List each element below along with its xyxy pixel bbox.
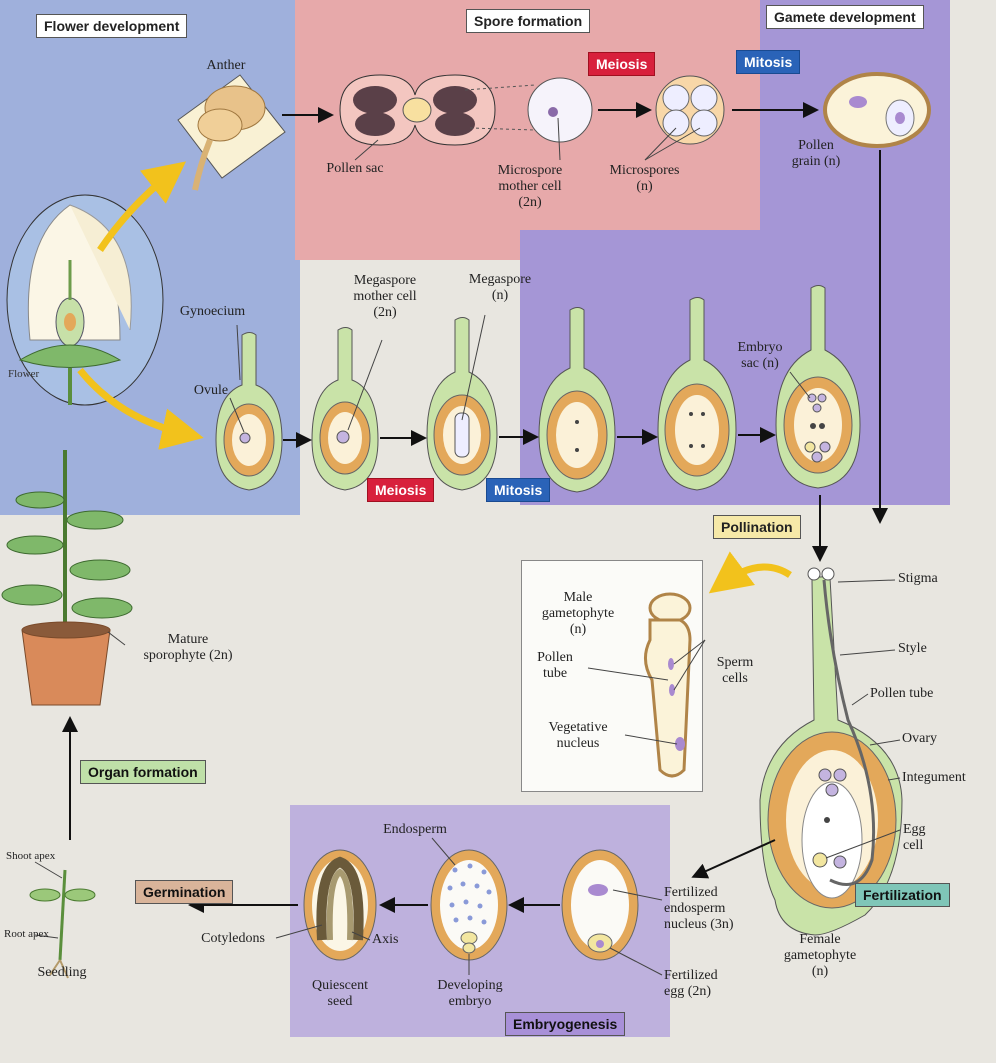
endosperm-label: Endosperm <box>383 822 447 837</box>
quiescent-seed-label: Quiescent seed <box>312 978 368 1009</box>
gynoecium-label: Gynoecium <box>179 304 246 319</box>
spore-formation-tag: Spore formation <box>466 9 591 33</box>
megaspore-mother-cell-label: Megaspore mother cell (2n) <box>353 273 417 320</box>
male-gametophyte-label: Male gametophyte (n) <box>541 590 615 637</box>
fertilized-egg-label: Fertilized egg (2n) <box>664 968 718 999</box>
fertilized-ovule-illustration <box>561 849 639 961</box>
ovary-label: Ovary <box>902 731 937 746</box>
mitosis-tag-top: Mitosis <box>736 50 801 74</box>
fertilized-endosperm-nucleus-label: Fertilized endosperm nucleus (3n) <box>664 885 734 932</box>
quiescent-seed-illustration <box>303 849 377 961</box>
stigma-label: Stigma <box>898 571 938 586</box>
egg-cell-label: Egg cell <box>903 822 926 853</box>
developing-embryo-label: Developing embryo <box>437 978 503 1009</box>
germination-tag: Germination <box>135 880 234 904</box>
root-apex-label: Root apex <box>4 928 49 940</box>
ovule-4 <box>538 307 616 493</box>
microspore-mother-cell-label: Microspore mother cell (2n) <box>497 163 563 210</box>
developing-embryo-illustration <box>430 849 508 961</box>
integument-label: Integument <box>902 770 966 785</box>
meiosis-tag-top: Meiosis <box>588 52 656 76</box>
mitosis-tag-bottom: Mitosis <box>486 478 551 502</box>
cotyledons-label: Cotyledons <box>201 931 265 946</box>
ovule-label: Ovule <box>193 383 229 398</box>
seedling-label: Seedling <box>37 965 87 980</box>
anther-label: Anther <box>206 58 246 73</box>
style-label: Style <box>898 641 927 656</box>
mature-sporophyte-illustration <box>1 450 133 706</box>
embryo-sac-label: Embryo sac (n) <box>737 340 783 371</box>
pollen-tube-label: Pollen tube <box>870 686 934 701</box>
organ-formation-tag: Organ formation <box>80 760 206 784</box>
flower-label: Flower <box>8 368 40 380</box>
ovule-3 <box>426 317 498 491</box>
seedling-illustration <box>29 869 96 979</box>
pollination-tag: Pollination <box>713 515 801 539</box>
gamete-development-tag: Gamete development <box>766 5 924 29</box>
pollen-tube-inset-illustration <box>644 592 692 778</box>
flower-illustration <box>6 194 164 406</box>
microspores-label: Microspores (n) <box>609 163 680 194</box>
pollen-sac-label: Pollen sac <box>326 161 384 176</box>
vegetative-nucleus-label: Vegetative nucleus <box>548 720 608 751</box>
pollen-grain-label: Pollen grain (n) <box>791 138 841 169</box>
ovule-5 <box>657 297 737 491</box>
sperm-cells-label: Sperm cells <box>716 655 754 686</box>
anther-illustration <box>177 74 286 191</box>
flower-development-tag: Flower development <box>36 14 188 38</box>
fertilization-tag: Fertilization <box>855 883 950 907</box>
meiosis-tag-bottom: Meiosis <box>367 478 435 502</box>
female-gametophyte-illustration <box>759 567 903 936</box>
ovule-1 <box>215 332 283 491</box>
mature-sporophyte-label: Mature sporophyte (2n) <box>143 632 233 663</box>
pollen-sac-illustration <box>339 74 496 146</box>
embryogenesis-tag: Embryogenesis <box>505 1012 626 1036</box>
ovule-embryo-sac <box>775 285 861 489</box>
megaspore-label: Megaspore (n) <box>468 272 532 303</box>
ovule-2 <box>311 327 379 491</box>
female-gametophyte-label: Female gametophyte (n) <box>783 932 857 979</box>
shoot-apex-label: Shoot apex <box>6 850 56 862</box>
axis-label: Axis <box>372 932 399 947</box>
pollen-tube-inset-label: Pollen tube <box>537 650 573 681</box>
